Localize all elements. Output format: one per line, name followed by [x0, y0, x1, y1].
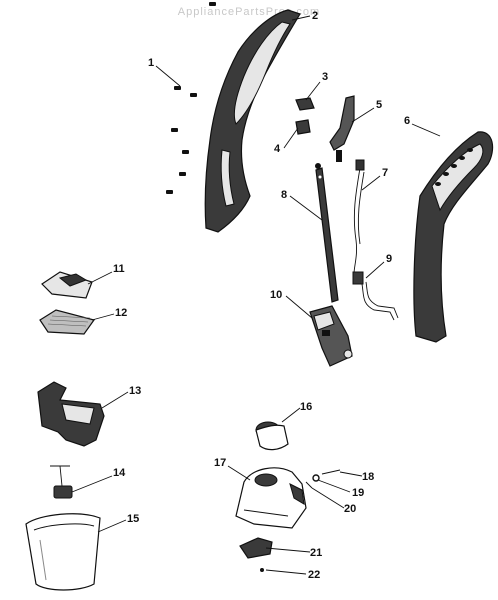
part-11-filter	[41, 271, 93, 299]
leader-lines	[71, 15, 441, 575]
callout-17: 17	[214, 457, 226, 469]
part-15-tank	[25, 513, 101, 591]
part-16-cap	[255, 421, 289, 451]
part-19-o-ring	[312, 474, 320, 482]
part-17-nozzle-housing	[235, 467, 307, 529]
part-7-wire-harness	[353, 159, 365, 275]
callout-5: 5	[376, 99, 382, 111]
part-22-screw	[260, 568, 264, 572]
callout-16: 16	[300, 401, 312, 413]
callout-10: 10	[270, 289, 282, 301]
part-10-pump-assembly	[309, 305, 353, 367]
part-9-tube	[352, 271, 399, 321]
callout-8: 8	[281, 189, 287, 201]
part-5-trigger	[329, 95, 355, 162]
part-6-handle-cover	[413, 131, 494, 343]
callout-labels: 1 2 3 4 5 6 7 8 9 10 11 12 13 14 15 16 1…	[113, 10, 410, 581]
part-8-wand-rod	[315, 163, 339, 303]
callout-1: 1	[148, 57, 154, 69]
part-4-switch	[295, 119, 311, 135]
callout-4: 4	[274, 143, 281, 155]
callout-9: 9	[386, 253, 392, 265]
part-3-switch-cap	[295, 97, 315, 111]
part-20-pin	[305, 481, 313, 489]
part-2-handle-frame	[204, 9, 301, 233]
part-13-tank-lid	[37, 381, 105, 447]
part-21-latch	[239, 537, 273, 559]
callout-11: 11	[113, 263, 125, 275]
callout-21: 21	[310, 547, 322, 559]
part-1-screws	[166, 2, 216, 194]
callout-12: 12	[115, 307, 127, 319]
callout-19: 19	[352, 487, 364, 499]
part-6-grip-slots	[435, 148, 473, 186]
callout-22: 22	[308, 569, 320, 581]
part-18-spring	[321, 469, 341, 475]
callout-18: 18	[362, 471, 374, 483]
callout-2: 2	[312, 10, 318, 22]
callout-20: 20	[344, 503, 356, 515]
callout-3: 3	[322, 71, 328, 83]
callout-14: 14	[113, 467, 126, 479]
part-12-pad-filter	[39, 309, 95, 335]
callout-15: 15	[127, 513, 139, 525]
callout-6: 6	[404, 115, 410, 127]
callout-7: 7	[382, 167, 388, 179]
callout-13: 13	[129, 385, 141, 397]
part-14-float	[50, 465, 73, 499]
